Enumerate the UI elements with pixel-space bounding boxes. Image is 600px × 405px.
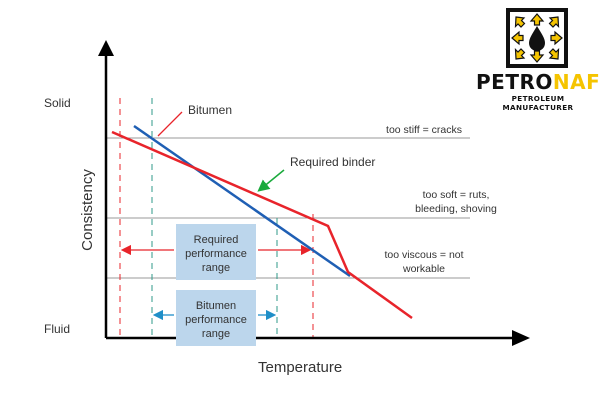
petronaft-logo: PETRONAFT PETROLEUM MANUFACTURER	[476, 8, 600, 112]
logo-brand-main: PETRO	[476, 70, 553, 94]
bitumen-pointer	[157, 111, 183, 137]
zone-viscous-label-line1: too viscous = not	[384, 249, 463, 261]
zone-stiff-label: too stiff = cracks	[386, 124, 462, 136]
zone-soft-label-line1: too soft = ruts,	[423, 189, 490, 201]
bitumen-range-box	[176, 290, 256, 346]
bitumen-label: Bitumen	[188, 103, 232, 117]
y-bottom-label: Fluid	[44, 322, 70, 336]
binder-pointer	[257, 169, 285, 192]
y-axis-title: Consistency	[79, 169, 96, 251]
logo-tagline: PETROLEUM MANUFACTURER	[502, 94, 574, 112]
bitumen-box-line1: Bitumen	[196, 300, 236, 312]
bitumen-box-line2: performance	[185, 314, 247, 326]
bitumen-box-line3: range	[202, 328, 230, 340]
binder-label: Required binder	[290, 155, 375, 169]
zone-soft-label-line2: bleeding, shoving	[415, 203, 497, 215]
required-box-line2: performance	[185, 248, 247, 260]
logo-brand-text: PETRONAFT	[476, 72, 600, 92]
y-top-label: Solid	[44, 96, 71, 110]
logo-brand-accent: NAFT	[552, 70, 600, 94]
required-box-line1: Required	[194, 234, 239, 246]
zone-viscous-label-line2: workable	[402, 263, 445, 275]
x-axis-arrowhead	[512, 330, 530, 346]
required-binder-curve	[111, 130, 413, 320]
required-range-box	[176, 224, 256, 280]
logo-emblem-icon	[506, 8, 568, 68]
bitumen-curve	[133, 124, 351, 278]
y-axis-arrowhead	[98, 40, 114, 56]
x-axis-title: Temperature	[258, 359, 342, 376]
required-box-line3: range	[202, 262, 230, 274]
